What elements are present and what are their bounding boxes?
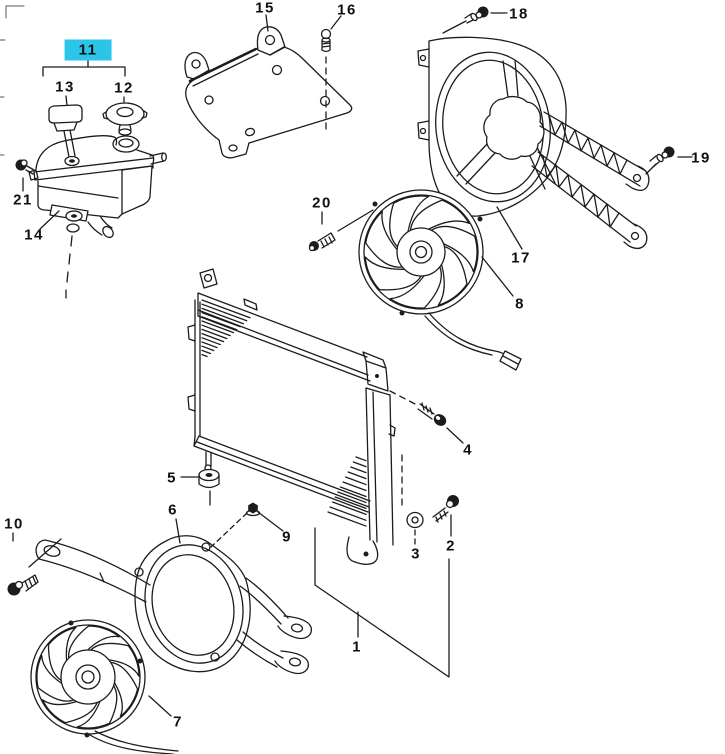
mounting-bracket-plate-drawing [184, 14, 353, 159]
shroud-bolt-side-drawing [645, 146, 693, 175]
part-label-7[interactable]: 7 [173, 713, 183, 731]
part-label-6[interactable]: 6 [168, 501, 178, 519]
coolant-reservoir-drawing [15, 59, 167, 299]
radiator-washer-drawing [401, 454, 424, 546]
lower-fan-drawing [30, 619, 179, 754]
lower-shroud-drawing [35, 518, 312, 675]
part-label-2[interactable]: 2 [446, 537, 456, 555]
radiator-core-hatch-top [201, 299, 251, 358]
radiator-core-hatch-bottom [327, 456, 367, 527]
part-label-1[interactable]: 1 [352, 638, 362, 656]
part-label-17[interactable]: 17 [511, 249, 531, 267]
part-label-12[interactable]: 12 [114, 79, 134, 97]
radiator-mount-grommet-drawing [180, 468, 220, 506]
shroud-bolt-top-drawing [442, 6, 508, 34]
tank-bracket-drawing [39, 204, 89, 299]
scan-marks [0, 5, 25, 156]
bracket-bolt-drawing [320, 15, 342, 132]
part-label-10[interactable]: 10 [4, 515, 24, 533]
tank-cap-drawing [48, 104, 83, 167]
lower-shroud-bolt-drawing [7, 532, 62, 596]
fan-motor-right-drawing [358, 189, 522, 371]
part-label-16[interactable]: 16 [337, 1, 357, 19]
part-label-3[interactable]: 3 [411, 545, 421, 563]
part-label-21[interactable]: 21 [13, 191, 33, 209]
part-label-14[interactable]: 14 [24, 226, 44, 244]
part-label-4[interactable]: 4 [463, 441, 473, 459]
radiator-cap-drawing [102, 102, 148, 153]
radiator-drawing [180, 268, 464, 678]
radiator-bolt-drawing [432, 495, 459, 537]
fan-bolt-drawing [308, 209, 374, 252]
fan-shroud-drawing [417, 36, 650, 250]
shroud-nut-drawing [210, 502, 284, 548]
part-label-15[interactable]: 15 [255, 0, 275, 17]
tank-bolt-drawing [15, 159, 39, 192]
part-label-13[interactable]: 13 [55, 78, 75, 96]
part-label-8[interactable]: 8 [515, 295, 525, 313]
part-label-19[interactable]: 19 [691, 149, 711, 167]
part-label-11[interactable]: 11 [64, 39, 112, 61]
part-label-18[interactable]: 18 [509, 5, 529, 23]
part-label-20[interactable]: 20 [312, 194, 332, 212]
radiator-upper-bolt-drawing [389, 390, 464, 444]
part-label-5[interactable]: 5 [167, 469, 177, 487]
part-label-9[interactable]: 9 [282, 528, 292, 546]
